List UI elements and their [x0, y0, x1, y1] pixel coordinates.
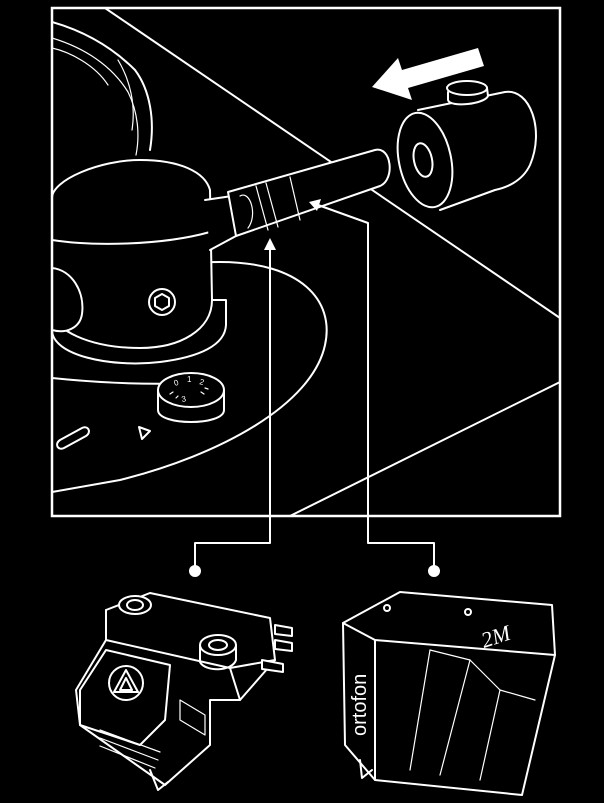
callout-right — [309, 199, 440, 577]
counterweight — [396, 80, 537, 211]
triangle-marker-icon — [138, 426, 151, 440]
cartridge-right: ortofon 2M — [342, 591, 556, 796]
tonearm-pivot-housing — [52, 159, 242, 365]
hex-screw — [148, 288, 176, 316]
tonearm-detail-view: 0 1 2 3 — [52, 8, 560, 516]
tonearm-tube — [227, 148, 391, 237]
callout-left — [189, 238, 276, 577]
dial-number: 2 — [198, 377, 205, 387]
cue-slot — [56, 426, 90, 450]
dial-number: 3 — [181, 394, 187, 404]
dial-number: 0 — [173, 378, 181, 388]
detail-frame — [50, 6, 562, 518]
dial-number: 1 — [187, 375, 192, 384]
plinth-edge-lower — [289, 381, 560, 516]
platter — [52, 21, 153, 156]
cartridge-left — [75, 592, 293, 791]
arrow-left-icon — [372, 48, 484, 100]
cartridge-brand-label: ortofon — [349, 674, 371, 736]
weight-dial: 0 1 2 3 — [157, 372, 225, 423]
